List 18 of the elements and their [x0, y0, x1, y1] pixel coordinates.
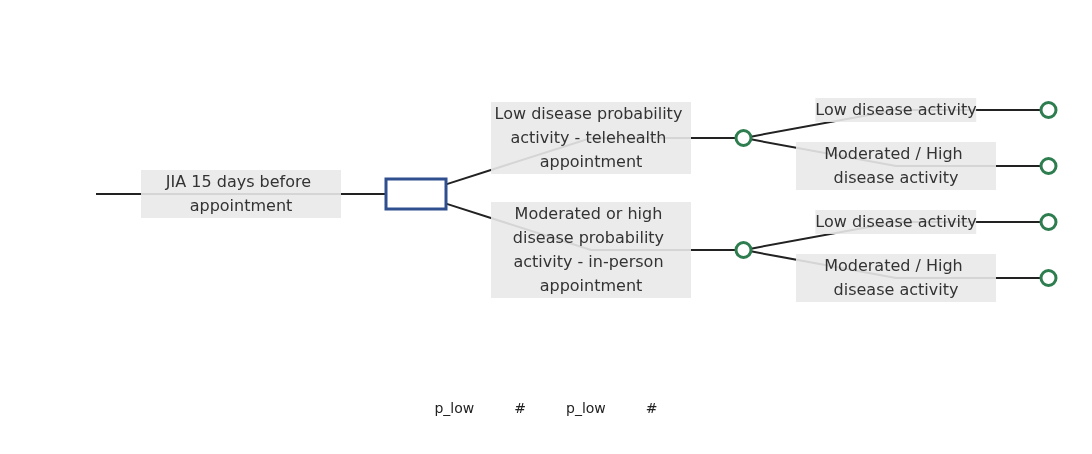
- node-circle: [1039, 101, 1058, 119]
- node-box: [384, 177, 448, 211]
- probability-label: p_low: [434, 400, 475, 416]
- edge-label: Low disease probability activity - telehealth appointment: [494, 104, 683, 171]
- probability-label: #: [514, 400, 526, 416]
- probability-label: #: [645, 400, 658, 416]
- edge-label: Moderated / High disease activity: [824, 144, 963, 187]
- edge-label: Moderated / High disease activity: [824, 256, 963, 299]
- edge-label: Moderated or high disease probability activity - in-person appointment: [512, 204, 665, 295]
- node-circle: [1039, 269, 1058, 287]
- node-circle: [734, 129, 753, 147]
- node-circle: [1039, 213, 1058, 231]
- probability-label: p_low: [566, 400, 606, 416]
- edge-label: Low disease activity: [815, 212, 977, 231]
- edge-label: Low disease activity: [815, 100, 977, 119]
- node-circle: [1039, 157, 1058, 175]
- node-circle: [734, 241, 753, 259]
- edge-label: JIA 15 days before appointment: [165, 172, 312, 215]
